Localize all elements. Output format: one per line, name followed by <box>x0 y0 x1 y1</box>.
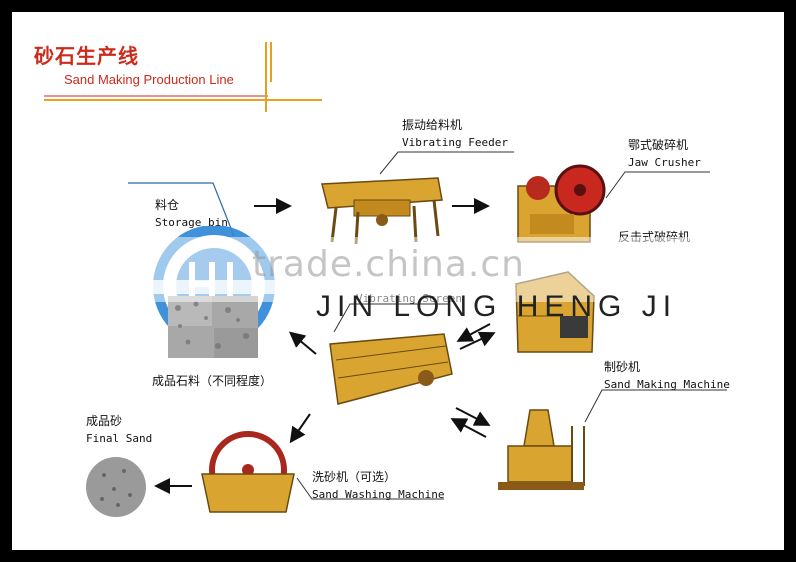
arrow-screen-to-sandmaker <box>456 408 487 424</box>
finished-stone-image <box>168 296 258 358</box>
watermark-text: trade.china.cn <box>252 244 525 285</box>
final-sand-label-cn: 成品砂 <box>86 412 122 429</box>
final-sand-image <box>84 455 148 519</box>
sand-maker-image <box>492 406 588 496</box>
sand-maker-label-en: Sand Making Machine <box>604 378 730 391</box>
jaw-leader <box>606 172 710 198</box>
washer-label-en: Sand Washing Machine <box>312 488 444 501</box>
sandmaker-leader <box>585 390 727 422</box>
feeder-leader <box>380 152 514 174</box>
feeder-machine-image <box>318 172 446 246</box>
vibrating-screen-image <box>326 330 456 410</box>
company-name: JIN LONG HENG JI <box>316 290 677 324</box>
arrow-sandmaker-to-screen <box>454 420 486 437</box>
jaw-crusher-image <box>510 162 610 246</box>
sand-washer-image <box>198 430 298 514</box>
feeder-label-cn: 振动给料机 <box>402 116 462 133</box>
feeder-label-en: Vibrating Feeder <box>402 136 508 149</box>
storage-bin-label-cn: 料仓 <box>155 196 179 213</box>
washer-label-cn: 洗砂机（可选） <box>312 468 396 485</box>
final-sand-label-en: Final Sand <box>86 432 152 445</box>
jaw-crusher-label-cn: 鄂式破碎机 <box>628 136 688 153</box>
diagram-canvas: 砂石生产线 Sand Making Production Line 料仓 St <box>12 12 784 550</box>
finished-stone-label-cn: 成品石料（不同程度） <box>152 372 272 389</box>
arrow-screen-to-impact <box>460 334 492 349</box>
jaw-crusher-label-en: Jaw Crusher <box>628 156 701 169</box>
sand-maker-label-cn: 制砂机 <box>604 358 640 375</box>
